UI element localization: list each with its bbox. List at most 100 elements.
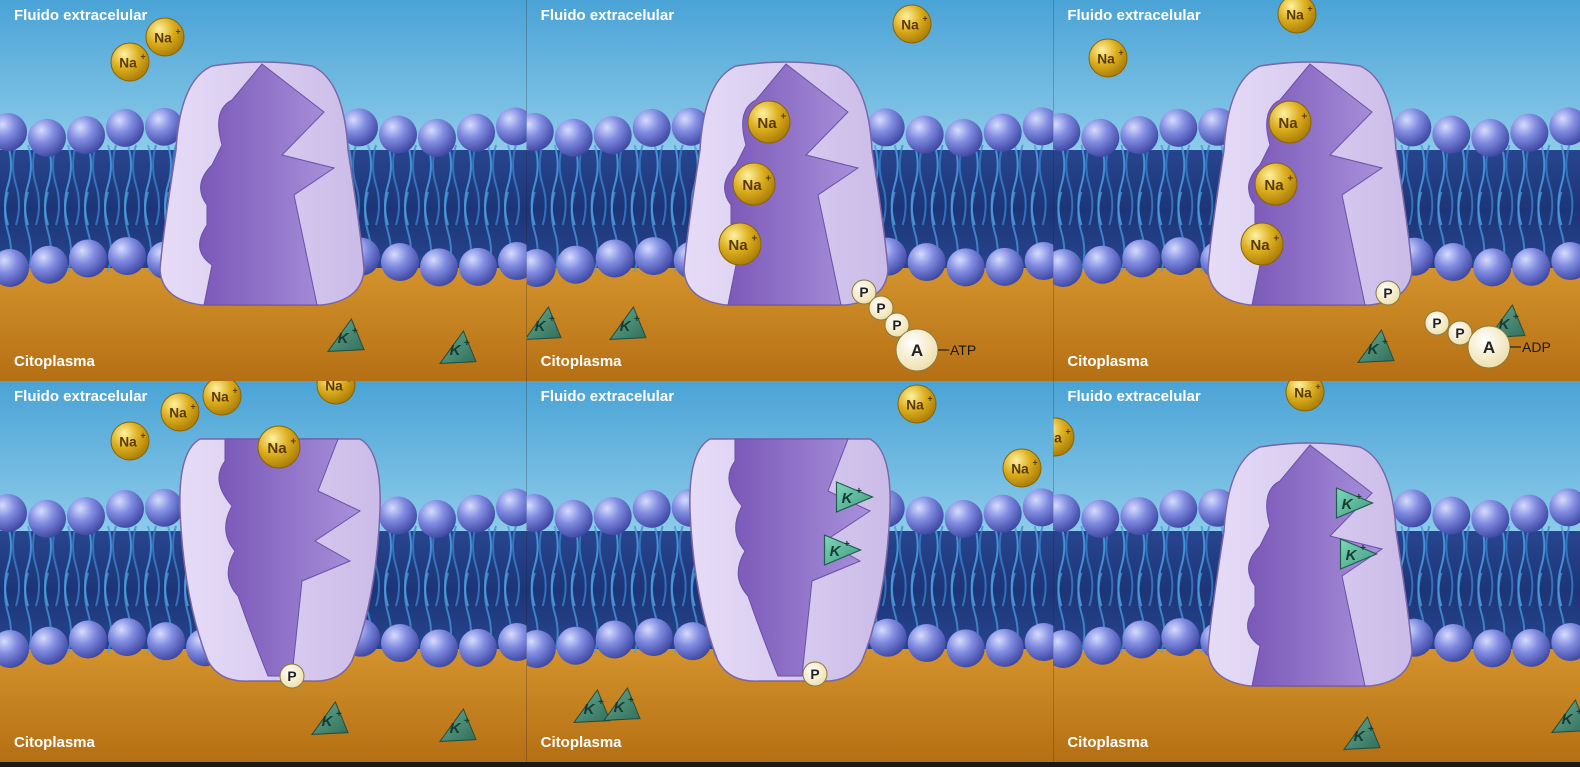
sodium-label: Na <box>169 405 187 420</box>
free-sodium-ion: Na+ <box>897 384 937 424</box>
bound-sodium-ion: Na+ <box>747 100 791 144</box>
bound-potassium-ion: K+ <box>1339 538 1379 570</box>
sodium-label: Na <box>1097 51 1115 66</box>
sodium-label: Na <box>119 434 137 449</box>
sodium-label: Na <box>1044 430 1062 445</box>
potassium-charge: + <box>856 486 862 497</box>
phosphate-label: P <box>1455 326 1464 341</box>
potassium-charge: + <box>464 338 470 349</box>
bound-sodium-ion: Na+ <box>718 222 762 266</box>
sodium-potassium-pump <box>683 61 889 306</box>
bound-potassium-ion: K+ <box>835 481 875 513</box>
sodium-label: Na <box>325 378 343 393</box>
potassium-charge: + <box>1356 492 1362 503</box>
sodium-label: Na <box>1264 177 1284 194</box>
pump-phosphate: P <box>802 661 828 687</box>
potassium-label: K <box>535 318 547 335</box>
sodium-charge: + <box>1065 427 1070 437</box>
sodium-label: Na <box>1250 237 1270 254</box>
potassium-charge: + <box>1513 312 1519 323</box>
free-potassium-ion: K+ <box>310 700 349 735</box>
sodium-charge: + <box>922 14 927 24</box>
sodium-label: Na <box>1294 385 1312 400</box>
extracellular-label: Fluido extracelular <box>14 7 148 24</box>
free-potassium-ion: K+ <box>608 305 647 340</box>
free-sodium-ion: Na+ <box>110 421 150 461</box>
potassium-charge: + <box>1368 724 1374 735</box>
bound-sodium-ion: Na + <box>1254 162 1298 206</box>
sodium-potassium-pump <box>179 438 381 682</box>
free-potassium-ion: K+ <box>438 329 477 364</box>
sodium-label: Na <box>742 177 762 194</box>
bound-sodium-ion: Na+ <box>1240 222 1284 266</box>
sodium-charge: + <box>190 402 195 412</box>
cytoplasm-label: Citoplasma <box>541 734 623 751</box>
sodium-charge: + <box>1288 173 1294 184</box>
sodium-charge: + <box>140 431 145 441</box>
sodium-charge: + <box>1307 4 1312 14</box>
potassium-charge: + <box>844 539 850 550</box>
cytoplasm-label: Citoplasma <box>1067 734 1149 751</box>
sodium-label: Na <box>119 55 137 70</box>
potassium-label: K <box>1368 341 1380 358</box>
free-potassium-ion: K+ <box>1342 715 1381 750</box>
adenosine-label: A <box>1483 338 1495 357</box>
phosphate-label: P <box>1432 316 1441 331</box>
potassium-label: K <box>1342 496 1354 513</box>
sodium-label: Na <box>1286 7 1304 22</box>
potassium-label: K <box>620 318 632 335</box>
free-sodium-ion: Na+ <box>1002 448 1042 488</box>
atp-phosphate: P <box>868 295 894 321</box>
free-sodium-ion: Na+ <box>160 392 200 432</box>
potassium-label: K <box>338 330 350 347</box>
sodium-potassium-pump <box>689 438 891 682</box>
sodium-label: Na <box>1278 115 1298 132</box>
potassium-label: K <box>322 713 334 730</box>
potassium-charge: + <box>1360 543 1366 554</box>
potassium-charge: + <box>336 709 342 720</box>
phosphate-label: P <box>859 285 868 300</box>
potassium-charge: + <box>352 326 358 337</box>
free-sodium-ion: Na+ <box>110 42 150 82</box>
extracellular-label: Fluido extracelular <box>541 388 675 405</box>
sodium-charge: + <box>752 233 758 244</box>
extracellular-label: Fluido extracelular <box>14 388 148 405</box>
free-potassium-ion: K+ <box>326 317 365 352</box>
phosphate-label: P <box>810 667 819 682</box>
free-potassium-ion: K+ <box>1550 698 1580 733</box>
potassium-label: K <box>1354 728 1366 745</box>
free-sodium-ion: Na+ <box>892 4 932 44</box>
sodium-charge: + <box>766 173 772 184</box>
atp-phosphate: P <box>884 312 910 338</box>
sodium-charge: + <box>232 386 237 396</box>
free-sodium-ion: Na+ <box>202 381 242 416</box>
sodium-label: Na <box>1011 461 1029 476</box>
potassium-charge: + <box>464 716 470 727</box>
bound-potassium-ion: K+ <box>1335 487 1375 519</box>
free-potassium-ion: K+ <box>1356 328 1395 363</box>
atp-phosphate: P <box>1447 320 1473 346</box>
cytoplasm-label: Citoplasma <box>1067 353 1149 370</box>
pump-phosphate: P <box>279 663 305 689</box>
sodium-charge: + <box>781 111 787 122</box>
sodium-potassium-pump <box>1207 442 1413 687</box>
panel-6: Na+Na+K+K+K+K+Fluido extracelularCitopla… <box>1044 381 1580 762</box>
sodium-potassium-pump <box>1207 61 1413 306</box>
free-sodium-ion: Na+ <box>1044 417 1075 457</box>
cytoplasm-label: Citoplasma <box>14 734 96 751</box>
sodium-label: Na <box>211 389 229 404</box>
potassium-label: K <box>830 543 842 560</box>
free-sodium-ion: Na+ <box>316 378 356 405</box>
potassium-charge: + <box>634 314 640 325</box>
potassium-label: K <box>614 699 626 716</box>
cytoplasm-label: Citoplasma <box>14 353 96 370</box>
potassium-charge: + <box>598 697 604 708</box>
atp-phosphate: P <box>851 279 877 305</box>
